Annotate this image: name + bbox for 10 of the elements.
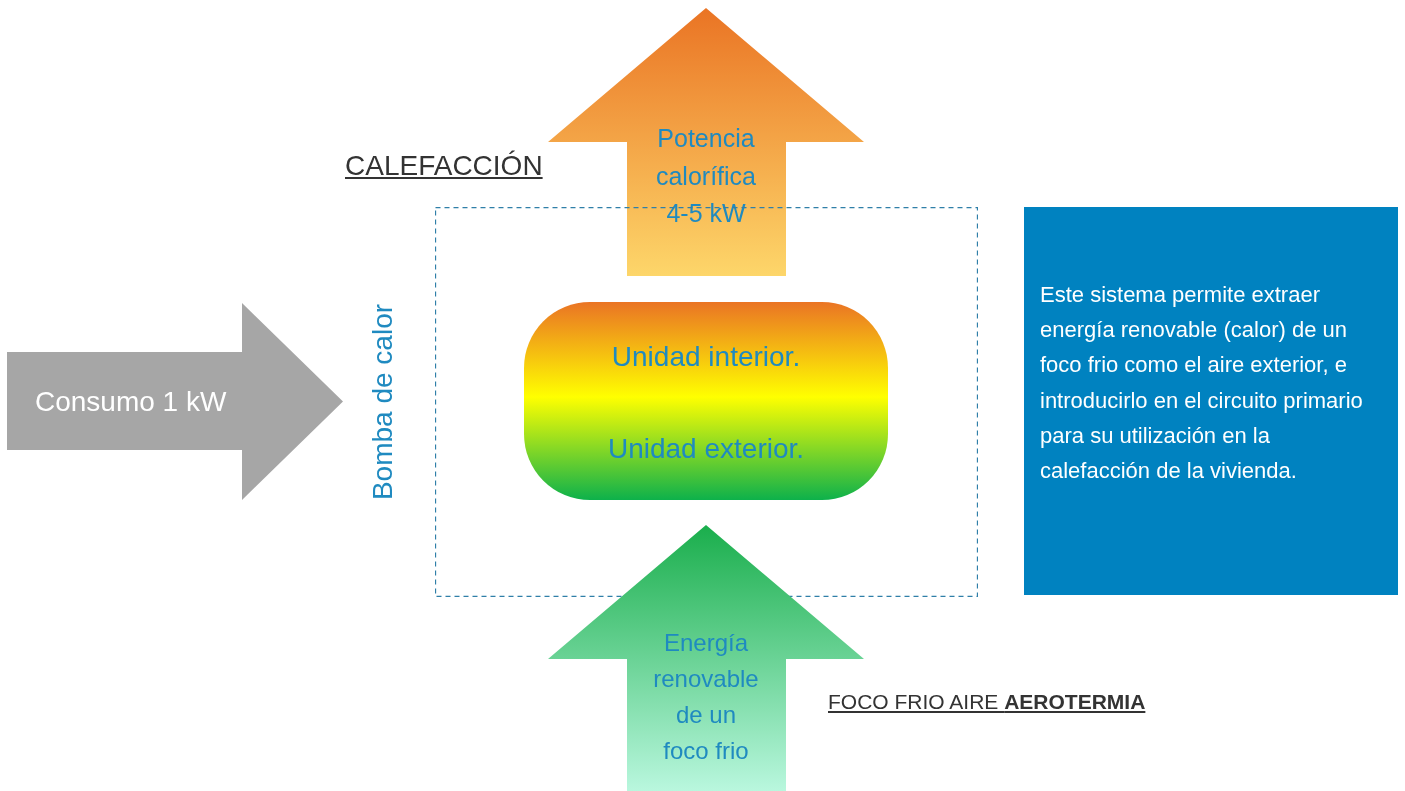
unit-label: Unidad exterior. xyxy=(607,433,805,465)
caption-label: FOCO FRIO AIRE AEROTERMIA xyxy=(828,690,1146,714)
arrow-label: Potencia calorífica 4-5 kW xyxy=(654,123,757,229)
arrow-label: Energía renovable de un foco frio xyxy=(652,628,760,766)
section-heading: CALEFACCIÓN xyxy=(345,150,543,182)
arrow-label: Consumo 1 kW xyxy=(35,384,227,419)
unit-label: Unidad interior. xyxy=(611,341,801,373)
rounded-unit-shape xyxy=(524,302,888,500)
group-title: Bomba de calor xyxy=(367,303,399,501)
info-panel: Este sistema permite extraer energía renovable (calor) de un foco frio como el aire exterior, e introducirlo en el circuito primario para su utilización en la calefacción de la vivienda. xyxy=(1024,207,1398,595)
